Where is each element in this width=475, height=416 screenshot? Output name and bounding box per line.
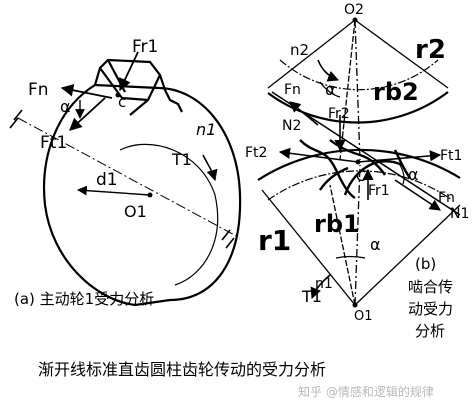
right-o2-label: O2	[344, 2, 364, 18]
right-ft2-arrow	[278, 147, 359, 163]
right-caption-b: (b)	[415, 255, 437, 273]
o1-center-point	[352, 302, 358, 308]
right-fr2-label: Fr2	[328, 106, 350, 122]
left-pitch-point	[115, 92, 121, 98]
right-c-label: C	[356, 169, 366, 185]
right-ft2-label: Ft2	[245, 145, 267, 161]
right-rb2-label: rb2	[373, 78, 419, 106]
right-n2-label: n2	[290, 41, 309, 59]
left-fr1-label: Fr1	[132, 37, 158, 57]
right-fn-top-label: Fn	[284, 82, 301, 98]
left-fn-arrow	[60, 84, 113, 99]
right-r1-label: r1	[258, 224, 291, 257]
left-t1-label: T1	[171, 150, 192, 169]
right-fr1-label: Fr1	[368, 183, 390, 199]
left-n1-rotation-arrow	[202, 154, 218, 182]
right-n1-label: n1	[315, 276, 333, 292]
right-alpha-bottom-arc	[335, 255, 366, 259]
gear-1-radii	[261, 164, 461, 306]
watermark: 知乎 @情感和逻辑的规律	[298, 385, 434, 399]
left-d1-dimension	[77, 185, 151, 196]
gear-1-inner-arc	[119, 143, 219, 286]
right-ft1-arrow	[357, 150, 442, 163]
right-n2-rotation-arrow	[317, 59, 340, 82]
right-t1-label: T1	[301, 287, 322, 306]
left-fn-label: Fn	[28, 80, 49, 100]
o2-center-point	[352, 17, 358, 23]
gear-1-body	[43, 58, 242, 307]
left-d1-label: d1	[96, 170, 118, 190]
right-alpha-mid-label: α	[408, 165, 419, 184]
right-alpha-mid-arc	[399, 164, 405, 185]
left-fr1-arrow	[119, 51, 139, 92]
gear-1-shaft-centerline	[17, 117, 241, 239]
right-alpha-bottom-label: α	[370, 235, 381, 254]
right-ft1-label: Ft1	[440, 148, 462, 164]
right-fn-top-arrow	[289, 101, 319, 126]
right-alpha-top-label: α	[325, 80, 336, 99]
right-rb1-label: rb1	[314, 210, 360, 238]
main-caption: 渐开线标准直齿圆柱齿轮传动的受力分析	[38, 360, 327, 379]
left-caption: (a) 主动轮1受力分析	[14, 290, 155, 308]
gear-2-radii	[267, 19, 449, 161]
right-o1-label: O1	[354, 309, 373, 324]
meshing-teeth	[299, 139, 411, 200]
left-center-point	[147, 192, 153, 198]
right-n1-rotation-arrow	[310, 274, 331, 300]
left-ft1-arrow	[69, 97, 106, 131]
left-c-label: c	[118, 93, 126, 111]
pitch-point-c	[355, 159, 361, 165]
left-n1-label: n1	[196, 120, 216, 139]
right-fn-bottom-arrow	[394, 179, 441, 211]
left-alpha-label: α	[60, 97, 71, 116]
right-caption-line-3: 分析	[415, 322, 446, 340]
right-n2-point-label: N2	[282, 118, 301, 134]
right-caption-line-2: 动受力	[408, 300, 454, 318]
right-r2-label: r2	[415, 35, 446, 65]
right-alpha-top-arc	[319, 81, 341, 98]
right-fn-bottom-label: Fn	[438, 190, 455, 206]
right-n1-point-label: N1	[450, 206, 469, 222]
gear-1-bearing-marks	[9, 109, 235, 249]
left-o1-label: O1	[124, 202, 147, 221]
right-caption-line-1: 啮合传	[408, 278, 454, 296]
left-ft1-label: Ft1	[40, 133, 67, 153]
